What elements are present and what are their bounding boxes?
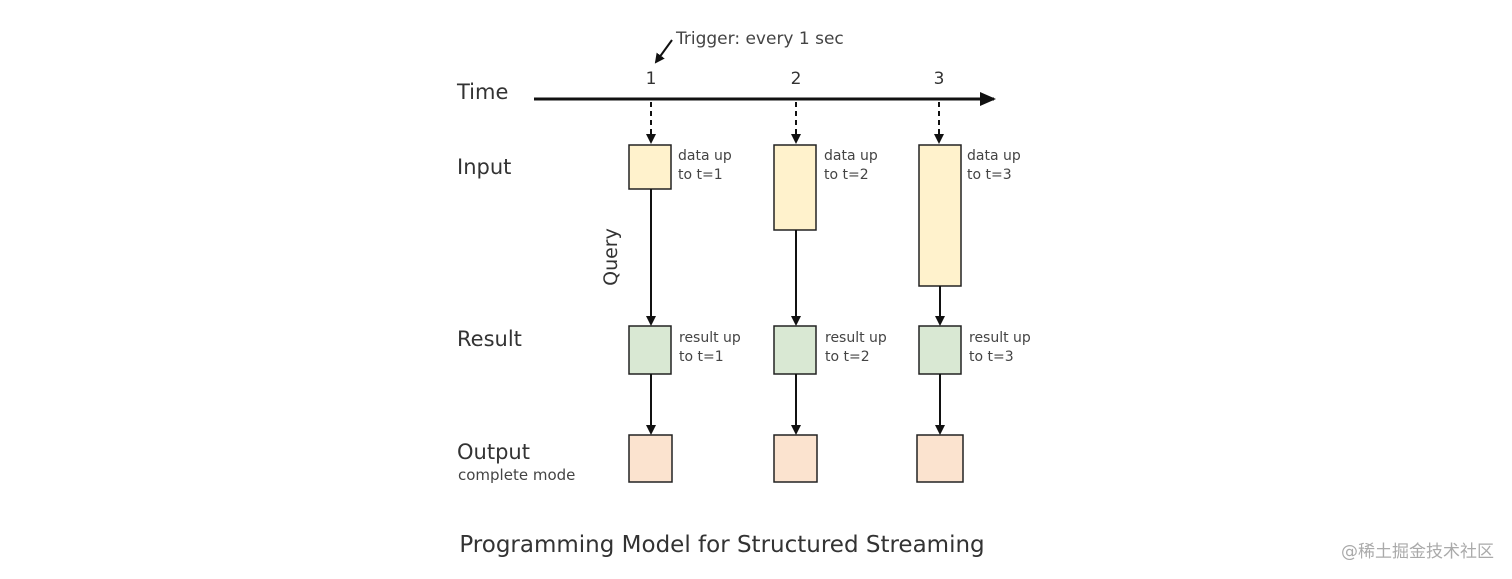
input-label-2-line1: data up <box>824 148 878 164</box>
input-label-2-line2: to t=2 <box>824 167 869 183</box>
input-label-1-line2: to t=1 <box>678 167 723 183</box>
result-label-1-line2: to t=1 <box>679 349 724 365</box>
result-label-2-line1: result up <box>825 330 887 346</box>
result-box-2 <box>773 325 817 375</box>
row-label-output: Output <box>457 440 530 464</box>
result-label-3-line1: result up <box>969 330 1031 346</box>
output-box-1 <box>628 434 673 483</box>
trigger-label: Trigger: every 1 sec <box>675 29 844 49</box>
watermark: @稀土掘金技术社区 <box>1341 542 1494 562</box>
trigger-pointer-arrow <box>654 39 673 64</box>
input-box-2 <box>773 144 817 231</box>
row-label-result: Result <box>457 327 522 351</box>
result-label-1-line1: result up <box>679 330 741 346</box>
tick-label-3: 3 <box>934 69 945 89</box>
diagram-caption: Programming Model for Structured Streami… <box>459 532 984 558</box>
input-label-3-line1: data up <box>967 148 1021 164</box>
output-box-3 <box>916 434 964 483</box>
output-mode-label: complete mode <box>458 466 575 484</box>
step-3: 3 data up to t=3 result up to t=3 <box>916 69 1031 483</box>
result-label-2-line2: to t=2 <box>825 349 870 365</box>
tick-label-1: 1 <box>646 69 657 89</box>
row-label-time: Time <box>456 80 508 104</box>
result-label-3-line2: to t=3 <box>969 349 1014 365</box>
step-1: 1 data up to t=1 result up to t=1 <box>628 69 741 483</box>
input-label-3-line2: to t=3 <box>967 167 1012 183</box>
input-label-1-line1: data up <box>678 148 732 164</box>
output-box-2 <box>773 434 818 483</box>
result-box-3 <box>918 325 962 375</box>
result-box-1 <box>628 325 672 375</box>
row-label-input: Input <box>457 155 511 179</box>
input-box-3 <box>918 144 962 287</box>
input-box-1 <box>628 144 672 190</box>
query-label: Query <box>600 228 622 286</box>
tick-label-2: 2 <box>791 69 802 89</box>
step-2: 2 data up to t=2 result up to t=2 <box>773 69 887 483</box>
